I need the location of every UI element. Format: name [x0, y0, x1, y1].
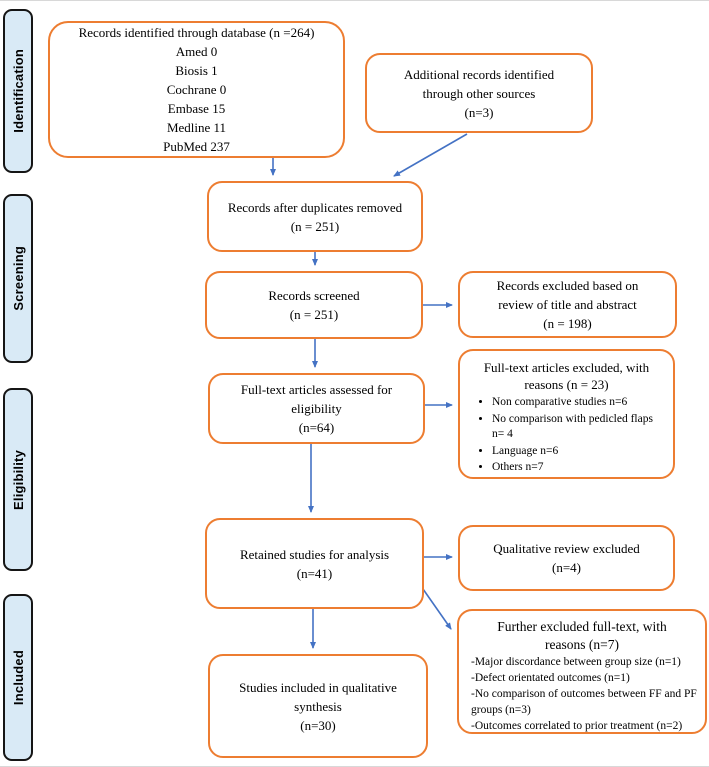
stage-eligibility-label: Eligibility	[10, 449, 26, 510]
box-qualitative-review-excluded-count: (n=4)	[552, 560, 581, 575]
box-further-excluded-count: reasons (n=7)	[545, 637, 619, 652]
box-additional-records: Additional records identified through ot…	[365, 53, 593, 133]
box-records-excluded-line: review of title and abstract	[498, 297, 637, 312]
stage-eligibility: Eligibility	[3, 388, 33, 571]
db-count-biosis: Biosis 1	[175, 63, 218, 78]
box-records-excluded: Records excluded based on review of titl…	[458, 271, 677, 338]
box-records-excluded-count: (n = 198)	[543, 316, 592, 331]
stage-included-label: Included	[10, 649, 26, 706]
box-records-identified: Records identified through database (n =…	[48, 21, 345, 158]
box-retained-studies-count: (n=41)	[296, 565, 333, 581]
box-records-identified-title: Records identified through database (n =…	[78, 25, 315, 40]
box-fulltext-excluded-title: Full-text articles excluded, with	[483, 360, 650, 375]
box-retained-studies-line: Retained studies for analysis	[239, 546, 390, 562]
exclusion-reason: Non comparative studies n=6	[492, 395, 667, 411]
stage-included: Included	[3, 594, 33, 761]
box-fulltext-excluded-count: reasons (n = 23)	[524, 377, 609, 392]
exclusion-reason: Others n=7	[492, 460, 667, 476]
box-fulltext-assessed-line: eligibility	[291, 401, 342, 416]
db-count-medline: Medline 11	[166, 120, 227, 135]
db-count-amed: Amed 0	[175, 44, 218, 59]
db-count-embase: Embase 15	[167, 101, 226, 116]
box-fulltext-assessed-line: Full-text articles assessed for	[240, 382, 393, 397]
box-records-screened: Records screened (n = 251)	[205, 271, 423, 339]
box-records-screened-line: Records screened	[268, 288, 360, 303]
stage-identification-label: Identification	[10, 49, 26, 133]
further-exclusion-reason: -No comparison of outcomes between FF an…	[471, 688, 697, 716]
exclusion-reason: No comparison with pedicled flaps n= 4	[492, 412, 667, 443]
box-retained-studies: Retained studies for analysis (n=41)	[205, 518, 424, 609]
box-qualitative-review-excluded: Qualitative review excluded (n=4)	[458, 525, 675, 591]
box-records-excluded-line: Records excluded based on	[496, 278, 639, 293]
stage-screening-label: Screening	[10, 246, 26, 311]
box-included-synthesis: Studies included in qualitative synthesi…	[208, 654, 428, 758]
box-included-synthesis-line: synthesis	[294, 698, 342, 714]
box-records-screened-count: (n = 251)	[289, 307, 339, 322]
fulltext-excluded-reason-list: Non comparative studies n=6 No compariso…	[466, 395, 667, 477]
stage-identification: Identification	[3, 9, 33, 173]
box-further-excluded: Further excluded full-text, with reasons…	[457, 609, 707, 734]
further-exclusion-reason: -Defect orientated outcomes (n=1)	[471, 672, 630, 684]
box-duplicates-removed-line: Records after duplicates removed	[227, 199, 403, 215]
box-included-synthesis-line: Studies included in qualitative	[239, 679, 397, 695]
db-count-cochrane: Cochrane 0	[166, 82, 227, 97]
box-fulltext-assessed-count: (n=64)	[298, 420, 335, 435]
box-fulltext-assessed: Full-text articles assessed for eligibil…	[208, 373, 425, 444]
further-exclusion-reason: -Major discordance between group size (n…	[471, 656, 681, 668]
arrow-retained-to-furtherexcl	[422, 588, 452, 630]
stage-screening: Screening	[3, 194, 33, 363]
further-excluded-reason-list: -Major discordance between group size (n…	[465, 654, 699, 734]
box-included-synthesis-count: (n=30)	[300, 717, 336, 733]
exclusion-reason: Language n=6	[492, 444, 667, 460]
box-further-excluded-title: Further excluded full-text, with	[497, 619, 667, 634]
box-duplicates-removed: Records after duplicates removed (n = 25…	[207, 181, 423, 252]
box-additional-line: Additional records identified	[403, 66, 555, 82]
db-count-pubmed: PubMed 237	[163, 139, 230, 154]
box-fulltext-excluded: Full-text articles excluded, with reason…	[458, 349, 675, 479]
box-duplicates-removed-count: (n = 251)	[290, 218, 340, 234]
box-qualitative-review-excluded-line: Qualitative review excluded	[493, 541, 640, 556]
box-additional-count: (n=3)	[464, 104, 494, 120]
arrow-additional-to-deduped	[393, 133, 468, 177]
further-exclusion-reason: -Outcomes correlated to prior treatment …	[471, 720, 683, 732]
box-additional-line: through other sources	[422, 85, 536, 101]
